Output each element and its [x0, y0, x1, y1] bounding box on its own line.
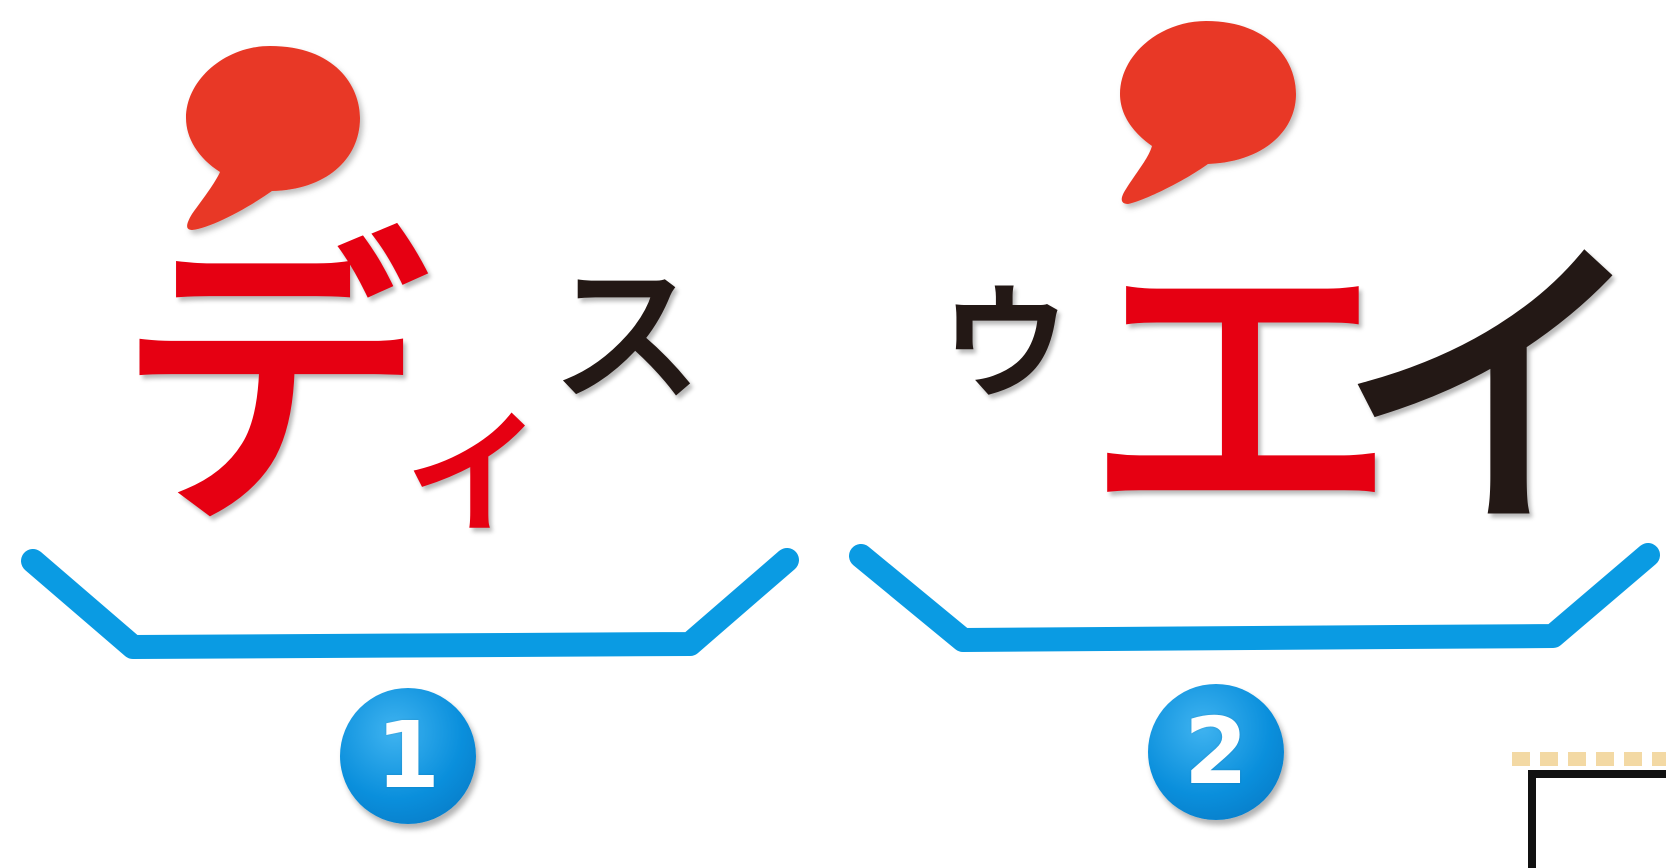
number-badge-1: 1: [340, 688, 476, 824]
speech-bubble-icon-2: [1120, 21, 1296, 204]
kana-i: イ: [1338, 212, 1648, 573]
corner-dotted-border: [1512, 752, 1666, 766]
speech-bubbles: [186, 21, 1296, 230]
kana-su: ス: [552, 250, 703, 424]
corner-frame: [1528, 770, 1666, 868]
badge-1-number: 1: [375, 702, 440, 809]
kana-small-i: ィ: [398, 367, 556, 551]
kana-small-u: ゥ: [930, 243, 1081, 417]
bracket-1: [21, 548, 799, 659]
kana-e: エ: [1086, 212, 1396, 573]
bracket-2: [849, 543, 1660, 652]
speech-bubble-icon-1: [186, 46, 360, 230]
kana-de: デ: [118, 206, 428, 567]
badge-2-number: 2: [1183, 698, 1248, 805]
brackets: [21, 543, 1660, 659]
number-badge-2: 2: [1148, 684, 1284, 820]
